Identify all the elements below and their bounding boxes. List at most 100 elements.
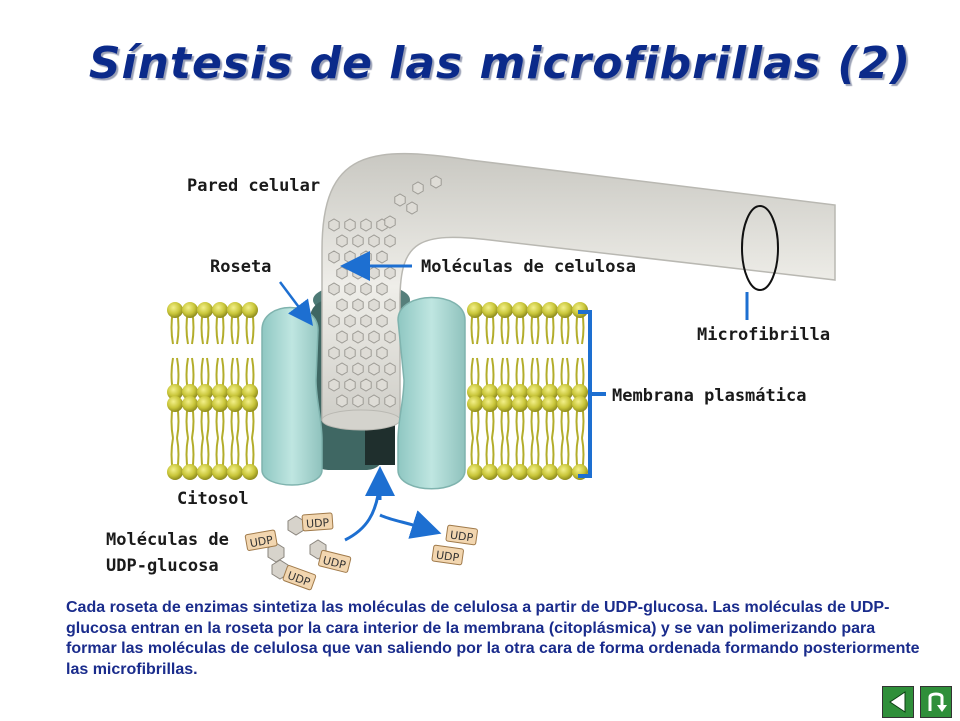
lipid-molecule — [197, 302, 213, 345]
lipid-molecule — [512, 302, 528, 345]
lipid-molecule — [557, 357, 573, 400]
cellulose-hexagon — [368, 266, 380, 280]
lipid-molecule — [497, 302, 513, 345]
lipid-molecule — [482, 437, 498, 480]
cellulose-hexagon — [360, 282, 372, 296]
lipid-molecule — [197, 357, 213, 400]
cellulose-hexagon — [360, 314, 372, 328]
cellulose-hexagon — [376, 282, 388, 296]
lipid-molecule — [557, 302, 573, 345]
cellulose-hexagon — [336, 394, 348, 408]
lipid-molecule — [197, 437, 213, 480]
udp-tag: UDP — [435, 548, 460, 564]
cellulose-hexagon — [384, 234, 396, 248]
cellulose-hexagon — [384, 215, 396, 229]
cellulose-hexagon — [352, 394, 364, 408]
return-arrow-icon — [928, 692, 947, 712]
lipid-molecule — [242, 437, 258, 480]
lipid-molecule — [467, 437, 483, 480]
cellulose-hexagon — [384, 330, 396, 344]
lipid-molecule — [167, 357, 183, 400]
back-button[interactable] — [882, 686, 914, 718]
lipid-bilayer — [167, 302, 588, 480]
return-button[interactable] — [920, 686, 952, 718]
cellulose-hexagon — [328, 250, 340, 264]
lipid-molecule — [527, 437, 543, 480]
cellulose-hexagon — [384, 362, 396, 376]
lipid-molecule — [572, 437, 588, 480]
lipid-molecule — [212, 357, 228, 400]
cellulose-hexagon — [376, 378, 388, 392]
lipid-molecule — [542, 396, 558, 439]
lipid-molecule — [557, 396, 573, 439]
description-text: Cada roseta de enzimas sintetiza las mol… — [66, 599, 920, 678]
lipid-molecule — [227, 357, 243, 400]
cellulose-hexagon — [336, 234, 348, 248]
lipid-molecule — [482, 302, 498, 345]
label-moleculas-celulosa: Moléculas de celulosa — [421, 257, 636, 277]
cellulose-hexagon — [328, 282, 340, 296]
cellulose-hexagon — [376, 250, 388, 264]
cellulose-hexagon — [344, 346, 356, 360]
cellulose-hexagon — [352, 362, 364, 376]
lipid-molecule — [182, 357, 198, 400]
udp-tag: UDP — [449, 528, 474, 544]
lipid-molecule — [527, 357, 543, 400]
lipid-molecule — [497, 357, 513, 400]
microfibril-ring — [741, 205, 779, 291]
label-pared-celular: Pared celular — [187, 176, 321, 196]
lipid-molecule — [542, 437, 558, 480]
cellulose-hexagon — [376, 314, 388, 328]
lipid-molecule — [497, 437, 513, 480]
lipid-molecule — [182, 396, 198, 439]
label-udp-glucosa-line2: UDP-glucosa — [106, 556, 219, 576]
lipid-molecule — [572, 396, 588, 439]
label-microfibrilla: Microfibrilla — [697, 325, 831, 345]
lipid-molecule — [482, 357, 498, 400]
page-title: Síntesis de las microfibrillas (2) — [88, 38, 912, 89]
cellulose-hexagon — [328, 218, 340, 232]
lipid-molecule — [512, 437, 528, 480]
cellulose-hexagon — [384, 394, 396, 408]
lipid-molecule — [512, 396, 528, 439]
lipid-molecule — [497, 396, 513, 439]
cellulose-hexagon — [406, 201, 418, 215]
lipid-molecule — [467, 396, 483, 439]
label-udp-glucosa-line1: Moléculas de — [106, 530, 229, 550]
cellulose-hexagon — [336, 266, 348, 280]
cellulose-hexagon — [352, 330, 364, 344]
cellulose-hexagon — [328, 314, 340, 328]
lipid-molecule — [167, 302, 183, 345]
lipid-molecule — [242, 396, 258, 439]
udp-tag: UDP — [306, 516, 330, 531]
lipid-molecule — [542, 302, 558, 345]
label-citosol: Citosol — [177, 489, 249, 509]
back-triangle-icon — [889, 691, 906, 713]
label-membrana-plasmatica: Membrana plasmática — [612, 386, 807, 406]
lipid-molecule — [572, 357, 588, 400]
lipid-molecule — [227, 396, 243, 439]
cellulose-hexagon — [412, 181, 424, 195]
lipid-molecule — [212, 396, 228, 439]
lipid-molecule — [212, 302, 228, 345]
lipid-molecule — [527, 396, 543, 439]
lipid-molecule — [242, 302, 258, 345]
lipid-molecule — [212, 437, 228, 480]
udp-tag: UDP — [321, 554, 347, 572]
lipid-molecule — [542, 357, 558, 400]
cellulose-hexagon — [360, 218, 372, 232]
cellulose-hexagon — [352, 298, 364, 312]
cellulose-hexagon — [368, 234, 380, 248]
membrane-bracket — [578, 310, 606, 478]
cellulose-hexagon — [384, 266, 396, 280]
cellulose-hexagon — [430, 175, 442, 189]
cellulose-hexagon — [368, 298, 380, 312]
label-roseta: Roseta — [210, 257, 272, 277]
cellulose-hexagon — [336, 330, 348, 344]
cellulose-hexagon — [360, 250, 372, 264]
lipid-molecule — [167, 437, 183, 480]
cellulose-hexagon — [394, 193, 406, 207]
cellulose-hexagon — [376, 346, 388, 360]
cellulose-hexagon — [368, 394, 380, 408]
